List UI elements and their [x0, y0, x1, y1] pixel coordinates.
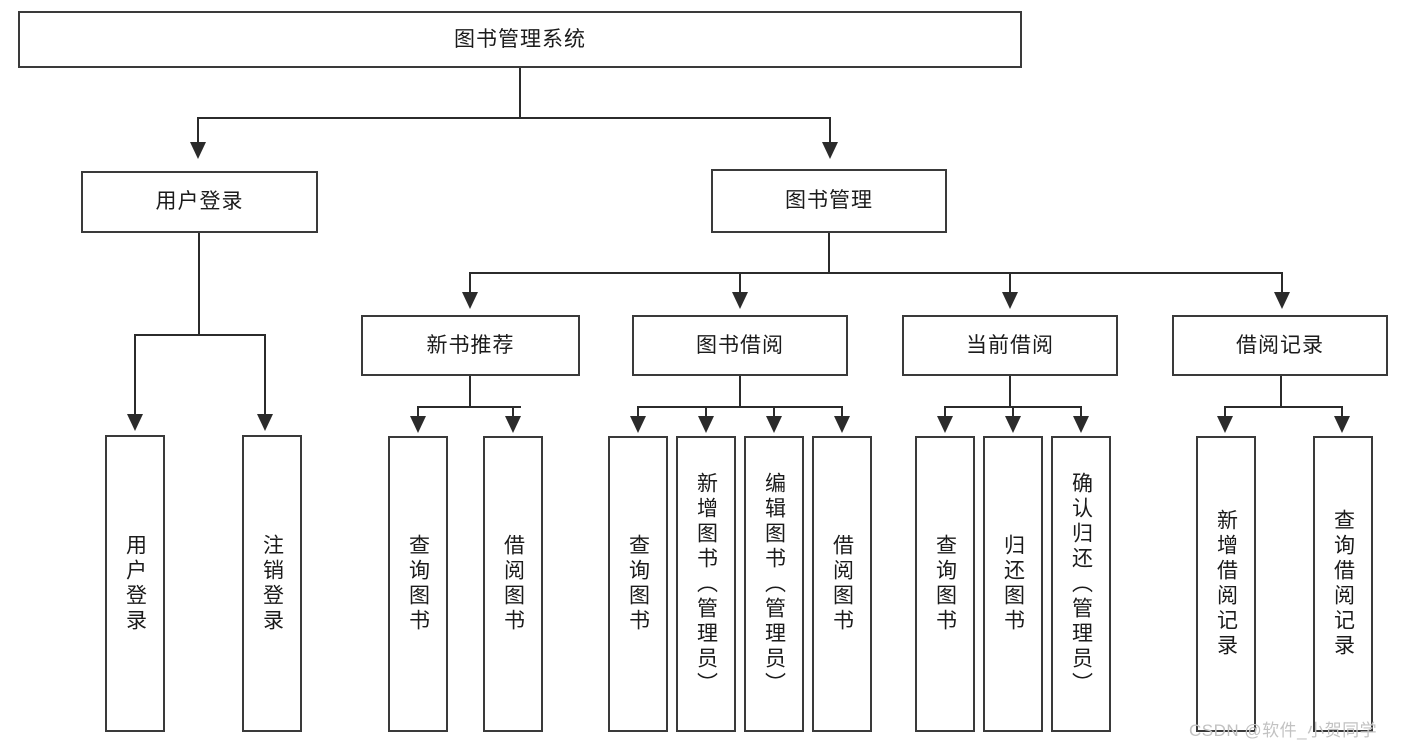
leaf-edit-book-label: 编辑图书（管理员）	[762, 471, 786, 697]
leaf-query-book-2-label: 查询图书	[626, 534, 650, 634]
node-current-borrow[interactable]: 当前借阅	[902, 315, 1118, 376]
connector-book-borrow-drop-2	[705, 406, 707, 418]
connector-current-borrow-drop-2	[1012, 406, 1014, 418]
connector-book-borrow-drop-3	[773, 406, 775, 418]
leaf-borrow-book-2-label: 借阅图书	[830, 534, 854, 634]
connector-root-bus	[197, 117, 831, 119]
leaf-add-book-label: 新增图书（管理员）	[694, 471, 718, 697]
node-borrow-record[interactable]: 借阅记录	[1172, 315, 1388, 376]
node-user-login-label: 用户登录	[155, 190, 244, 214]
connector-book-manage-drop-4	[1281, 272, 1283, 294]
node-root[interactable]: 图书管理系统	[18, 11, 1022, 68]
leaf-user-login[interactable]: 用户登录	[105, 435, 165, 732]
connector-new-book-drop-2	[512, 406, 514, 418]
arrow-book-borrow-leaf-4	[834, 416, 850, 433]
arrow-root-to-book-manage	[822, 142, 838, 159]
leaf-borrow-book-1-label: 借阅图书	[501, 534, 525, 634]
node-book-manage[interactable]: 图书管理	[711, 169, 947, 233]
arrow-user-login-leaf-2	[257, 414, 273, 431]
connector-current-borrow-drop-1	[944, 406, 946, 418]
leaf-logout[interactable]: 注销登录	[242, 435, 302, 732]
node-book-manage-label: 图书管理	[785, 189, 873, 213]
leaf-query-record-label: 查询借阅记录	[1331, 509, 1355, 659]
connector-user-login-drop-1	[134, 334, 136, 416]
connector-new-book-drop-1	[417, 406, 419, 418]
arrow-root-to-user-login	[190, 142, 206, 159]
connector-book-manage-bus	[469, 272, 1281, 274]
node-book-borrow-label: 图书借阅	[696, 333, 784, 357]
connector-current-borrow-stem	[1009, 376, 1011, 407]
connector-current-borrow-drop-3	[1080, 406, 1082, 418]
leaf-return-book-label: 归还图书	[1001, 534, 1025, 634]
arrow-book-manage-to-borrow-record	[1274, 292, 1290, 309]
leaf-logout-label: 注销登录	[260, 533, 284, 634]
arrow-book-borrow-leaf-2	[698, 416, 714, 433]
arrow-current-borrow-leaf-1	[937, 416, 953, 433]
connector-book-borrow-drop-1	[637, 406, 639, 418]
arrow-book-borrow-leaf-1	[630, 416, 646, 433]
leaf-user-login-label: 用户登录	[123, 533, 147, 634]
connector-book-manage-drop-3	[1009, 272, 1011, 294]
leaf-query-book-3-label: 查询图书	[933, 534, 957, 634]
arrow-user-login-leaf-1	[127, 414, 143, 431]
connector-borrow-record-bus	[1224, 406, 1343, 408]
leaf-return-book[interactable]: 归还图书	[983, 436, 1043, 732]
node-book-borrow[interactable]: 图书借阅	[632, 315, 848, 376]
connector-book-borrow-stem	[739, 376, 741, 407]
leaf-query-record[interactable]: 查询借阅记录	[1313, 436, 1373, 732]
arrow-borrow-record-leaf-2	[1334, 416, 1350, 433]
leaf-confirm-return[interactable]: 确认归还（管理员）	[1051, 436, 1111, 732]
connector-root-to-book-manage	[829, 117, 831, 144]
node-user-login[interactable]: 用户登录	[81, 171, 318, 233]
node-new-book-recommend-label: 新书推荐	[426, 333, 515, 357]
connector-root-stem	[519, 68, 521, 118]
leaf-query-book-3[interactable]: 查询图书	[915, 436, 975, 732]
connector-user-login-drop-2	[264, 334, 266, 416]
connector-borrow-record-stem	[1280, 376, 1282, 407]
arrow-current-borrow-leaf-2	[1005, 416, 1021, 433]
arrow-new-book-leaf-1	[410, 416, 426, 433]
connector-new-book-stem	[469, 376, 471, 407]
arrow-book-manage-to-book-borrow	[732, 292, 748, 309]
arrow-book-borrow-leaf-3	[766, 416, 782, 433]
leaf-add-book[interactable]: 新增图书（管理员）	[676, 436, 736, 732]
connector-book-manage-stem	[828, 233, 830, 273]
leaf-borrow-book-1[interactable]: 借阅图书	[483, 436, 543, 732]
leaf-add-record-label: 新增借阅记录	[1214, 509, 1238, 659]
node-borrow-record-label: 借阅记录	[1236, 333, 1324, 357]
arrow-new-book-leaf-2	[505, 416, 521, 433]
arrow-borrow-record-leaf-1	[1217, 416, 1233, 433]
leaf-edit-book[interactable]: 编辑图书（管理员）	[744, 436, 804, 732]
connector-root-to-user-login	[197, 117, 199, 144]
connector-book-borrow-bus	[637, 406, 842, 408]
leaf-confirm-return-label: 确认归还（管理员）	[1069, 471, 1093, 697]
leaf-add-record[interactable]: 新增借阅记录	[1196, 436, 1256, 732]
connector-book-borrow-drop-4	[841, 406, 843, 418]
leaf-query-book-1-label: 查询图书	[406, 534, 430, 634]
connector-book-manage-drop-1	[469, 272, 471, 294]
connector-borrow-record-drop-2	[1341, 406, 1343, 418]
leaf-query-book-1[interactable]: 查询图书	[388, 436, 448, 732]
connector-borrow-record-drop-1	[1224, 406, 1226, 418]
connector-user-login-stem	[198, 233, 200, 335]
leaf-borrow-book-2[interactable]: 借阅图书	[812, 436, 872, 732]
connector-user-login-bus	[134, 334, 264, 336]
arrow-book-manage-to-current-borrow	[1002, 292, 1018, 309]
node-root-label: 图书管理系统	[454, 27, 586, 51]
watermark: CSDN @软件_小贺同学	[1189, 721, 1378, 740]
leaf-query-book-2[interactable]: 查询图书	[608, 436, 668, 732]
connector-new-book-bus	[417, 406, 521, 408]
node-current-borrow-label: 当前借阅	[966, 333, 1054, 357]
arrow-current-borrow-leaf-3	[1073, 416, 1089, 433]
connector-book-manage-drop-2	[739, 272, 741, 294]
node-new-book-recommend[interactable]: 新书推荐	[361, 315, 580, 376]
arrow-book-manage-to-new-book	[462, 292, 478, 309]
